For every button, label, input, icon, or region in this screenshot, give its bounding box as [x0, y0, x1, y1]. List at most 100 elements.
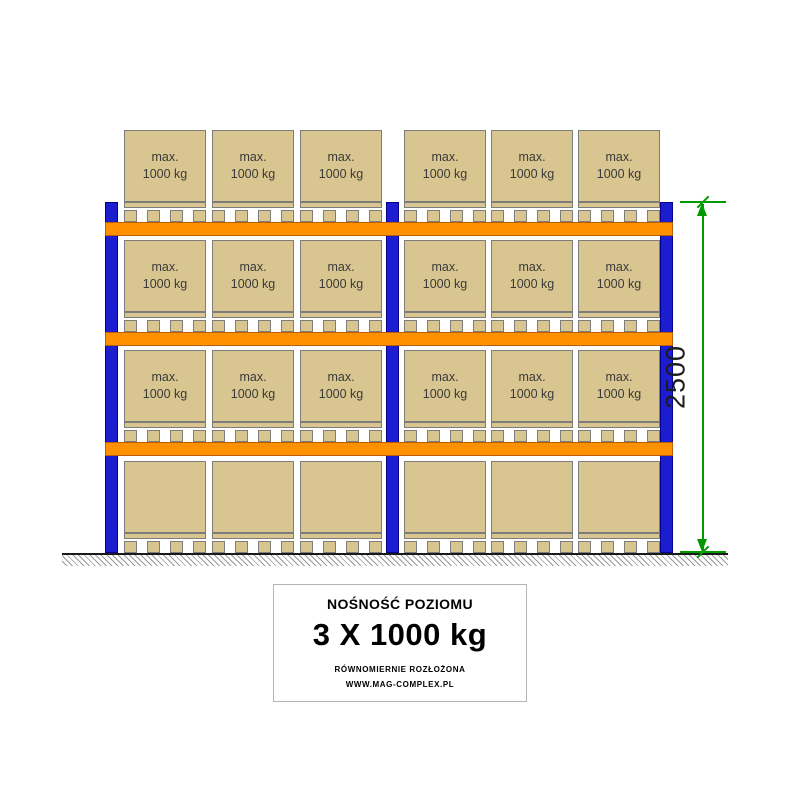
pallet-block — [193, 541, 206, 553]
pallet-block — [514, 320, 527, 332]
upright-post-1 — [105, 202, 118, 553]
pallet-top-slat — [491, 533, 573, 539]
pallet-block — [560, 320, 573, 332]
pallet — [300, 533, 382, 553]
box-label-line2: 1000 kg — [422, 167, 468, 181]
box-label-line2: 1000 kg — [318, 277, 364, 291]
pallet-block — [212, 430, 225, 442]
pallet-box: max.1000 kg — [212, 130, 294, 202]
pallet-block — [346, 210, 359, 222]
pallet-box: max.1000 kg — [578, 130, 660, 202]
pallet-top-slat — [404, 533, 486, 539]
pallet-block — [300, 541, 313, 553]
box-label-line2: 1000 kg — [596, 387, 642, 401]
pallet-block — [601, 430, 614, 442]
pallet-top-slat — [491, 422, 573, 428]
pallet-block — [450, 430, 463, 442]
pallet-block — [235, 320, 248, 332]
pallet — [578, 422, 660, 442]
pallet-box: max. 1000 kg — [491, 130, 573, 202]
pallet-block — [560, 430, 573, 442]
pallet-block — [514, 430, 527, 442]
pallet-block — [258, 210, 271, 222]
box-label-line1: max. — [518, 149, 546, 164]
beam-level-1 — [105, 222, 673, 236]
pallet-block — [578, 210, 591, 222]
pallet-top-slat — [124, 202, 206, 208]
pallet-block — [193, 320, 206, 332]
pallet-block — [624, 430, 637, 442]
pallet-block — [647, 541, 660, 553]
pallet-top-slat — [491, 202, 573, 208]
pallet-block — [427, 210, 440, 222]
pallet-box — [578, 461, 660, 533]
box-label-line2: 1000 kg — [230, 167, 276, 181]
pallet-top-slat — [212, 202, 294, 208]
info-panel-capacity: 3 X 1000 kg — [312, 617, 488, 652]
pallet — [212, 533, 294, 553]
pallet — [491, 422, 573, 442]
info-panel-note: RÓWNOMIERNIE ROZŁOŻONA — [334, 665, 466, 674]
dimension-arrow-up-icon — [697, 203, 707, 216]
pallet-box: max.1000 kg — [124, 240, 206, 312]
box-label-line2: 1000 kg — [596, 167, 642, 181]
pallet — [404, 422, 486, 442]
pallet-top-slat — [404, 422, 486, 428]
pallet-block — [281, 541, 294, 553]
box-label-line1: max. — [151, 259, 179, 274]
pallet-block — [346, 430, 359, 442]
pallet-block — [147, 430, 160, 442]
pallet-top-slat — [300, 422, 382, 428]
pallet-block — [514, 541, 527, 553]
dimension-value: 2500 — [660, 344, 691, 410]
box-label-line1: max. — [239, 259, 267, 274]
box-label-line2: 1000 kg — [509, 167, 555, 181]
pallet-block — [124, 210, 137, 222]
pallet-block — [193, 430, 206, 442]
pallet — [300, 312, 382, 332]
beam-level-2 — [105, 332, 673, 346]
pallet-block — [624, 320, 637, 332]
pallet-block — [323, 430, 336, 442]
pallet-block — [473, 541, 486, 553]
floor-ground-line — [62, 553, 728, 566]
upright-post-3 — [660, 202, 673, 553]
pallet — [300, 422, 382, 442]
pallet-block — [300, 430, 313, 442]
pallet-block — [537, 430, 550, 442]
pallet-box: max.1000 kg — [404, 130, 486, 202]
pallet-block — [281, 430, 294, 442]
pallet-block — [323, 210, 336, 222]
pallet — [212, 202, 294, 222]
pallet-block — [170, 541, 183, 553]
pallet-box — [124, 461, 206, 533]
pallet-block — [624, 541, 637, 553]
pallet-block — [300, 210, 313, 222]
pallet — [491, 312, 573, 332]
box-label-line2: 1000 kg — [230, 277, 276, 291]
pallet-block — [170, 430, 183, 442]
box-label-line1: max. — [239, 369, 267, 384]
pallet-block — [491, 210, 504, 222]
box-label-line2: 1000 kg — [509, 387, 555, 401]
box-label-line1: max. — [431, 259, 459, 274]
box-label-line2: 1000 kg — [422, 387, 468, 401]
box-label-line2: 1000 kg — [318, 387, 364, 401]
pallet-block — [258, 541, 271, 553]
pallet-box — [404, 461, 486, 533]
info-panel: NOŚNOŚĆ POZIOMU 3 X 1000 kg RÓWNOMIERNIE… — [273, 584, 527, 702]
pallet-block — [647, 430, 660, 442]
pallet-top-slat — [578, 202, 660, 208]
pallet — [212, 312, 294, 332]
info-panel-website: WWW.MAG-COMPLEX.PL — [345, 680, 455, 689]
pallet-box: max.1000 kg — [300, 240, 382, 312]
pallet — [491, 533, 573, 553]
pallet-block — [404, 430, 417, 442]
pallet-top-slat — [124, 312, 206, 318]
pallet-block — [601, 210, 614, 222]
dimension-line — [702, 204, 704, 552]
pallet-box: max.1000 kg — [491, 240, 573, 312]
pallet — [491, 202, 573, 222]
pallet-box: max.1000 kg — [124, 130, 206, 202]
pallet-block — [124, 320, 137, 332]
